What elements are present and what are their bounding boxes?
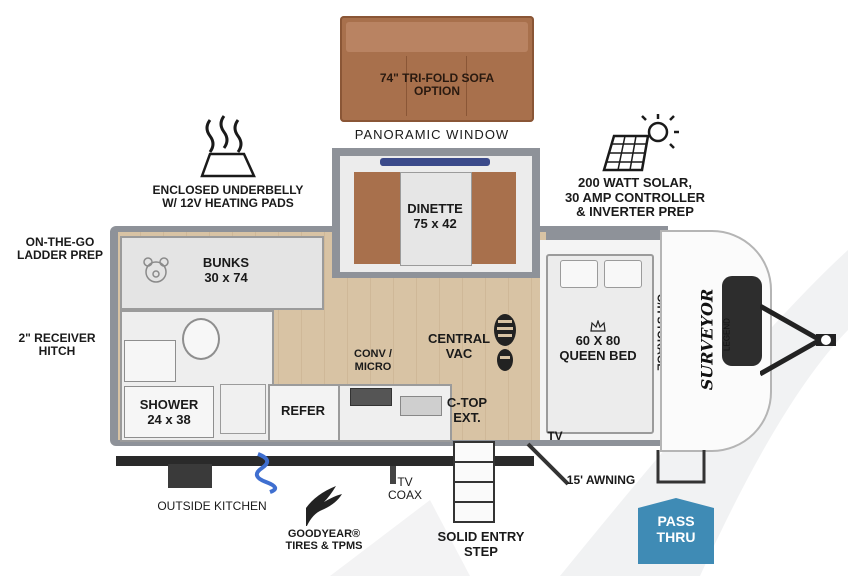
pillow-left bbox=[560, 260, 598, 288]
awning-label: 15' AWNING bbox=[566, 473, 636, 487]
dinette-seat-left bbox=[354, 172, 400, 264]
queen-bed-label: 60 X 80 QUEEN BED bbox=[559, 333, 637, 363]
shower-label: SHOWER 24 x 38 bbox=[139, 397, 199, 427]
tv-label: TV bbox=[547, 429, 563, 443]
brand-sub: LEGEND bbox=[722, 318, 732, 351]
sofa-option-illustration bbox=[340, 16, 534, 122]
microwave bbox=[350, 388, 392, 406]
receiver-hitch-label: 2" RECEIVER HITCH bbox=[18, 331, 96, 359]
hose-icon bbox=[254, 452, 278, 494]
dinette-seat-right bbox=[470, 172, 516, 264]
ladder-prep-label: ON-THE-GO LADDER PREP bbox=[16, 235, 103, 263]
dinette-label: DINETTE 75 x 42 bbox=[407, 201, 463, 231]
bunks-label: BUNKS 30 x 74 bbox=[202, 255, 250, 285]
bathroom-sink bbox=[124, 340, 176, 382]
tongue-jack-bracket bbox=[656, 450, 706, 484]
dinette-table bbox=[400, 172, 472, 266]
toilet bbox=[182, 318, 220, 360]
heat-icon bbox=[200, 115, 256, 178]
awning-arm bbox=[526, 442, 570, 486]
chassis-bar bbox=[116, 456, 534, 466]
central-vac-label: CENTRAL VAC bbox=[427, 331, 491, 361]
pillow-right bbox=[604, 260, 642, 288]
tv-coax-label: TV COAX bbox=[387, 475, 422, 503]
outside-kitchen-unit bbox=[168, 464, 212, 488]
bunks-area bbox=[120, 236, 324, 310]
pass-thru-label: PASS THRU bbox=[656, 513, 696, 545]
goodyear-wingfoot-icon bbox=[306, 486, 342, 526]
front-window bbox=[722, 276, 762, 366]
entry-step-label: SOLID ENTRY STEP bbox=[437, 529, 525, 559]
kitchen-sink bbox=[400, 396, 442, 416]
outside-kitchen-label: OUTSIDE KITCHEN bbox=[157, 499, 267, 513]
brand-script: SURVEYOR bbox=[697, 288, 717, 391]
ctop-label: C-TOP EXT. bbox=[446, 395, 488, 425]
dinette-window bbox=[380, 158, 490, 166]
entry-step bbox=[453, 441, 495, 523]
sofa-option-label: 74" TRI-FOLD SOFA OPTION bbox=[379, 71, 495, 99]
towel-rack bbox=[220, 384, 266, 434]
teddy-bear-icon bbox=[143, 257, 169, 283]
tv-coax-connector bbox=[390, 466, 396, 484]
pass-thru-badge bbox=[638, 498, 714, 564]
crown-icon bbox=[590, 320, 606, 332]
solar-label: 200 WATT SOLAR, 30 AMP CONTROLLER & INVE… bbox=[564, 175, 706, 220]
goodyear-label: GOODYEAR® TIRES & TPMS bbox=[285, 528, 363, 553]
panoramic-window-label: PANORAMIC WINDOW bbox=[354, 127, 510, 142]
hitch-tongue bbox=[760, 303, 836, 377]
underbelly-label: ENCLOSED UNDERBELLY W/ 12V HEATING PADS bbox=[152, 183, 304, 211]
conv-micro-label: CONV / MICRO bbox=[354, 348, 392, 373]
solar-panel-icon bbox=[602, 114, 679, 172]
footprint-icon bbox=[494, 314, 516, 371]
refer-label: REFER bbox=[280, 403, 326, 418]
shower-stall bbox=[124, 386, 214, 438]
